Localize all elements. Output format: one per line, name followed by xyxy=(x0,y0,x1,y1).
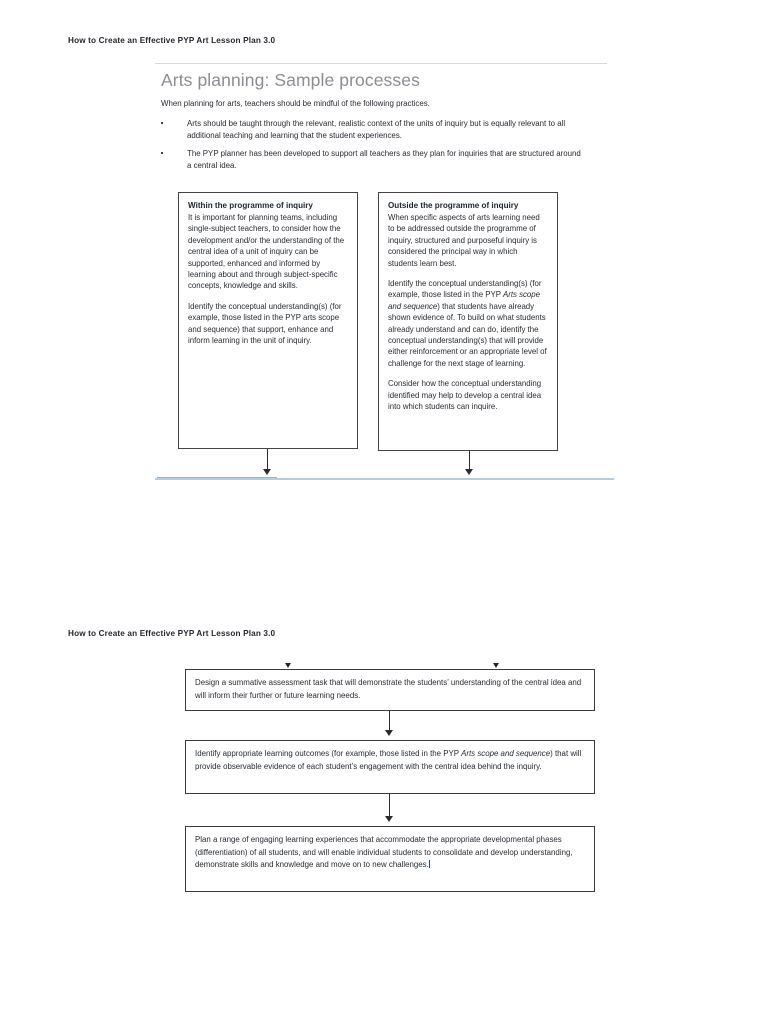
flow-step-box-summative-assessment: Design a summative assessment task that … xyxy=(185,669,595,711)
intro-bullet-text: Arts should be taught through the releva… xyxy=(187,119,566,141)
running-head-page-1: How to Create an Effective PYP Art Lesso… xyxy=(68,36,276,45)
page-title: Arts planning: Sample processes xyxy=(161,70,420,90)
flow-box-paragraph: Consider how the conceptual understandin… xyxy=(388,379,542,412)
text-cursor xyxy=(429,860,431,869)
intro-bullet-item: The PYP planner has been developed to su… xyxy=(161,148,581,173)
arrow-down-icon xyxy=(285,663,291,668)
intro-lead-paragraph: When planning for arts, teachers should … xyxy=(161,99,430,108)
flow-box-paragraph: Identify the conceptual understanding(s)… xyxy=(388,279,547,368)
arrow-down-icon xyxy=(263,469,271,475)
connector-line-step-2-to-3 xyxy=(389,794,390,820)
square-bullet-icon xyxy=(161,152,164,155)
flow-box-outside-programme: Outside the programme of inquiry When sp… xyxy=(378,192,558,451)
flow-step-box-learning-outcomes: Identify appropriate learning outcomes (… xyxy=(185,740,595,794)
flow-box-paragraph: Identify the conceptual understanding(s)… xyxy=(188,301,342,346)
flow-step-text: Design a summative assessment task that … xyxy=(195,678,582,700)
connector-line-right xyxy=(469,451,470,473)
arrow-down-icon xyxy=(385,816,393,822)
flow-step-text: Plan a range of engaging learning experi… xyxy=(195,835,573,870)
flow-step-box-learning-experiences: Plan a range of engaging learning experi… xyxy=(185,826,595,892)
arrow-down-icon xyxy=(493,663,499,668)
running-head-page-2: How to Create an Effective PYP Art Lesso… xyxy=(68,629,276,638)
page-footer-rule-accent xyxy=(157,477,277,478)
flow-step-text: Identify appropriate learning outcomes (… xyxy=(195,749,582,771)
flow-box-within-programme: Within the programme of inquiry It is im… xyxy=(178,192,358,449)
flow-box-paragraph: It is important for planning teams, incl… xyxy=(188,213,345,291)
flow-box-heading: Within the programme of inquiry xyxy=(188,201,313,210)
flow-box-heading: Outside the programme of inquiry xyxy=(388,201,519,210)
connector-line-step-1-to-2 xyxy=(389,711,390,734)
intro-bullet-text: The PYP planner has been developed to su… xyxy=(187,149,581,171)
connector-line-left xyxy=(267,449,268,473)
flow-box-paragraph: When specific aspects of arts learning n… xyxy=(388,213,540,268)
intro-bullet-item: Arts should be taught through the releva… xyxy=(161,118,581,143)
title-divider-rule xyxy=(155,63,607,64)
arrow-down-icon xyxy=(465,469,473,475)
page-footer-rule xyxy=(155,478,614,480)
square-bullet-icon xyxy=(161,122,164,125)
arrow-down-icon xyxy=(385,730,393,736)
